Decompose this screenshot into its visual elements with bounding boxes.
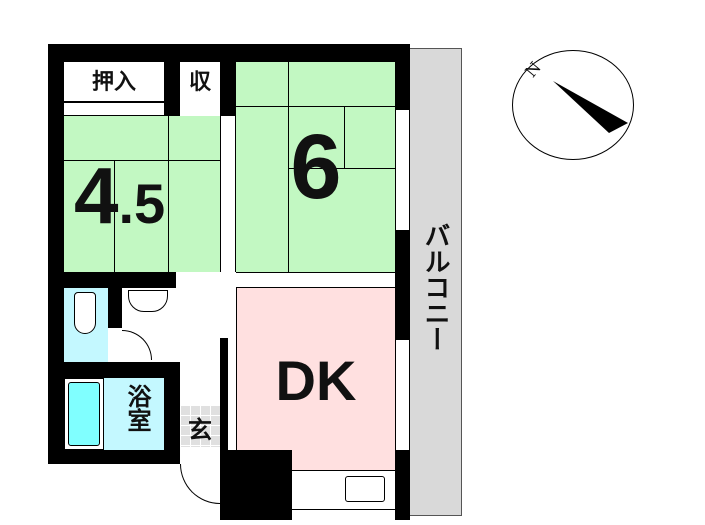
sink-icon: [345, 476, 385, 502]
entrance: [180, 405, 220, 447]
front-door[interactable]: [180, 464, 220, 504]
room-size-decimal: .5: [118, 172, 166, 235]
room-size-integer: 4: [74, 151, 119, 240]
compass-needle-icon: [553, 81, 628, 133]
wash-basin-icon: [128, 290, 168, 312]
dining-kitchen: [236, 288, 395, 470]
wall: [48, 44, 64, 464]
sliding-door[interactable]: [64, 102, 164, 116]
balcony-label: バルコニー: [420, 222, 450, 352]
toilet-bowl-icon: [74, 292, 96, 334]
bathroom-label: 浴室: [123, 384, 151, 432]
closet-oshiire: [64, 62, 164, 102]
room-4-5-tatami: [64, 116, 220, 272]
room-6-label: 6: [290, 116, 342, 218]
wall: [220, 338, 228, 450]
compass: [512, 50, 634, 160]
room-6-tatami: [236, 62, 395, 272]
closet-shu: [180, 62, 220, 102]
bathtub-icon: [68, 382, 100, 446]
window: [395, 340, 410, 450]
window: [220, 116, 236, 272]
room-4-5-label: 4.5: [74, 150, 165, 242]
closet-oshiire-label: 押入: [91, 70, 136, 95]
wall: [48, 272, 176, 288]
dk-label: DK: [275, 349, 357, 412]
entrance-label: 玄: [188, 416, 212, 444]
wall: [220, 450, 292, 520]
sliding-door[interactable]: [236, 272, 395, 288]
kitchen-counter: [292, 470, 395, 510]
wall: [48, 450, 180, 464]
wall: [108, 288, 122, 328]
wall: [164, 44, 180, 118]
closet-shu-label: 収: [188, 70, 211, 95]
wall: [48, 362, 180, 378]
wall: [164, 362, 180, 464]
window: [395, 110, 410, 230]
toilet-door[interactable]: [122, 330, 152, 360]
wall: [220, 44, 236, 118]
